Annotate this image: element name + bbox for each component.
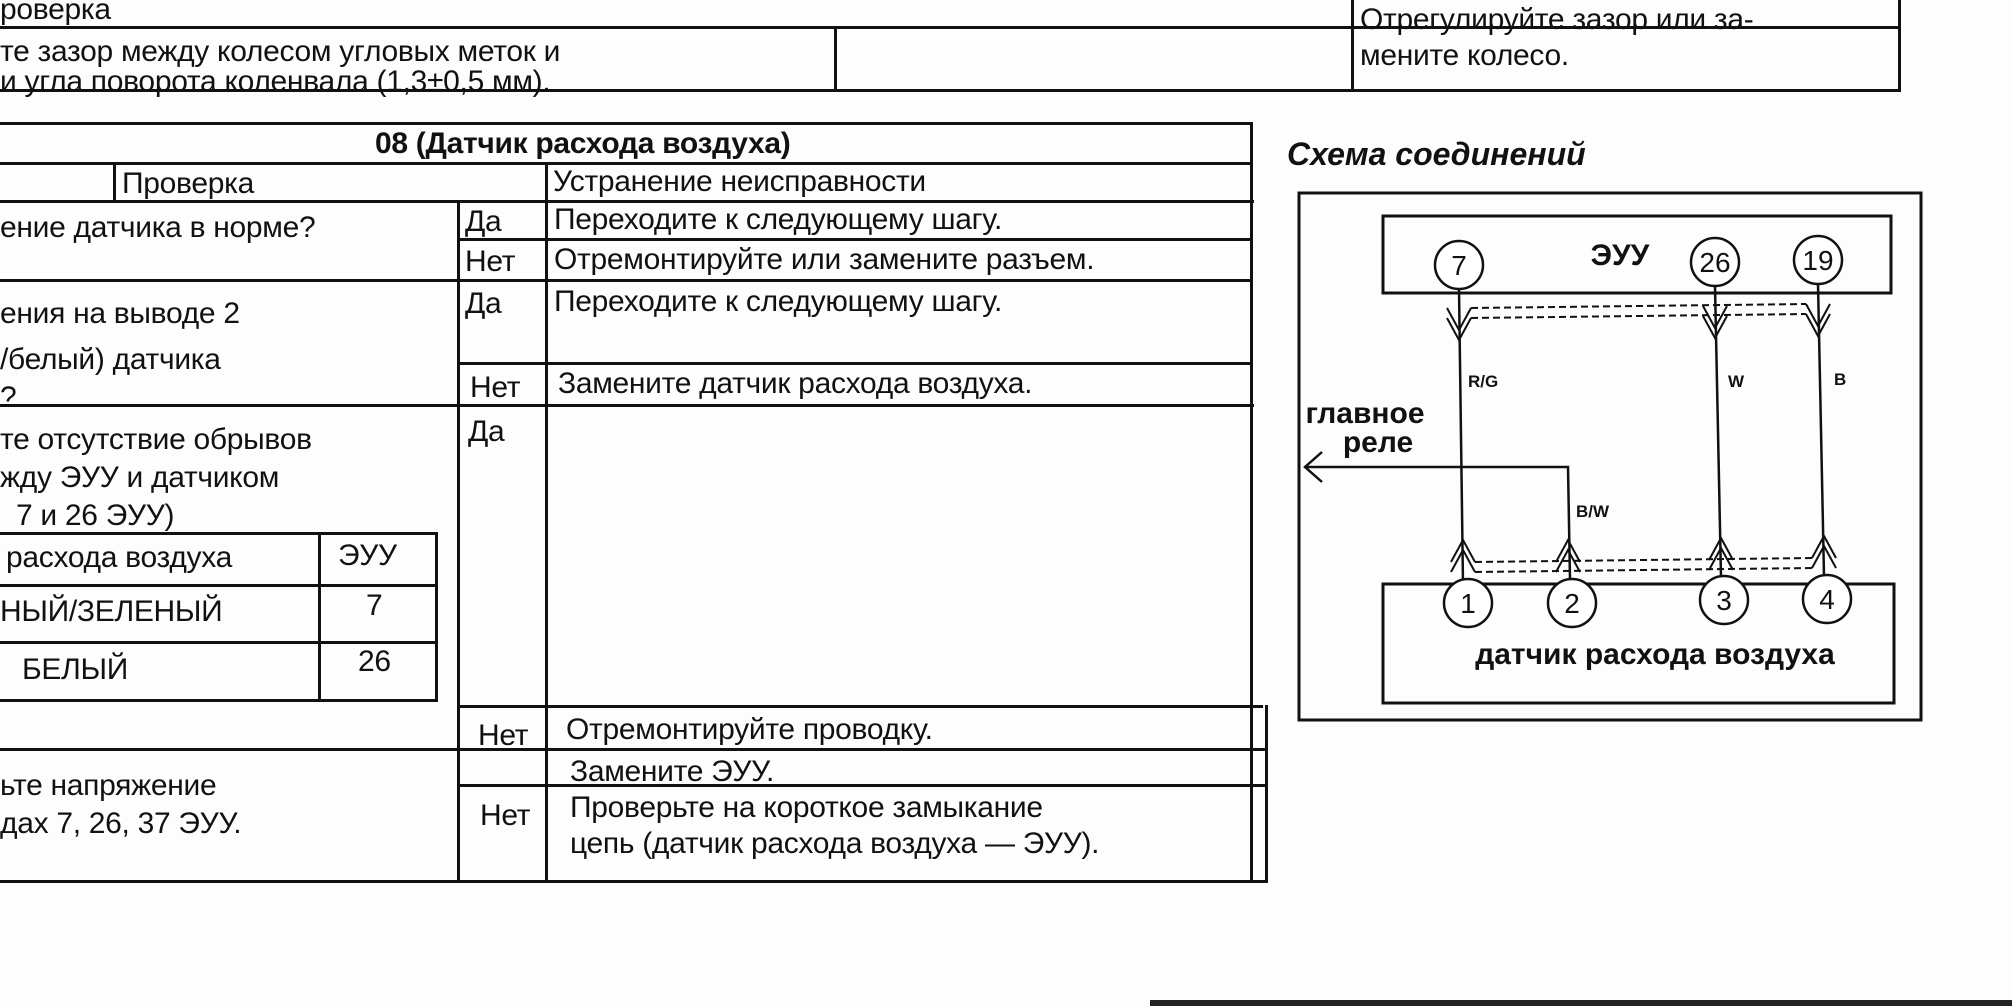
table-border xyxy=(1250,122,1253,882)
row4-yes-action: Замените ЭУУ. xyxy=(570,755,774,788)
divider xyxy=(0,89,1901,92)
inner-cell: 7 xyxy=(366,589,383,622)
sensor-pin-label: 3 xyxy=(1716,585,1732,616)
table-border xyxy=(457,362,1252,365)
top-action-line: Отрегулируйте зазор или за- xyxy=(1360,3,1754,36)
row3-no-action: Отремонтируйте проводку. xyxy=(566,713,933,746)
row1-check: ение датчика в норме? xyxy=(0,211,316,244)
table-border xyxy=(0,279,1252,282)
ecu-label: ЭУУ xyxy=(1591,239,1650,272)
inner-cell: БЕЛЫЙ xyxy=(22,653,129,686)
row2-check: /белый) датчика xyxy=(0,343,221,376)
sensor-pin-label: 4 xyxy=(1819,584,1835,615)
table-border xyxy=(0,880,1268,883)
row4-no-action: цепь (датчик расхода воздуха — ЭУУ). xyxy=(570,827,1100,860)
table-border xyxy=(0,748,1265,751)
table-border xyxy=(1265,705,1268,883)
sensor-box xyxy=(1381,582,1896,705)
ecu-pin-label: 7 xyxy=(1451,250,1467,281)
wire-label-w: W xyxy=(1728,372,1745,391)
table-border xyxy=(457,784,1265,787)
ecu-pin-label: 19 xyxy=(1802,245,1833,276)
table-border xyxy=(0,122,1252,125)
wire-label-rg: R/G xyxy=(1468,372,1498,391)
arrow-left-icon xyxy=(1303,451,1323,483)
row2-no: Нет xyxy=(470,371,521,404)
table-border xyxy=(0,200,1254,203)
table-border xyxy=(545,162,548,882)
row4-check: ьте напряжение xyxy=(0,769,217,802)
sensor-pin-label: 2 xyxy=(1564,588,1580,619)
inner-cell: 26 xyxy=(358,645,391,678)
inner-cell: НЫЙ/ЗЕЛЕНЫЙ xyxy=(0,595,223,628)
row1-yes: Да xyxy=(465,205,502,238)
divider xyxy=(1351,0,1354,90)
relay-label: главное xyxy=(1305,397,1424,430)
ecu-pin-7 xyxy=(1433,239,1485,291)
table-border xyxy=(435,532,438,701)
inner-header-ecu: ЭУУ xyxy=(338,539,397,572)
row3-yes: Да xyxy=(468,415,505,448)
row2-yes: Да xyxy=(465,287,502,320)
table-border xyxy=(0,584,436,587)
table-border xyxy=(0,641,438,644)
wire-label-bw: B/W xyxy=(1576,502,1610,521)
wire-bw xyxy=(1305,465,1572,581)
row1-no: Нет xyxy=(465,245,516,278)
sensor-pin-1 xyxy=(1442,577,1494,629)
col-action-header: Устранение неисправности xyxy=(553,165,926,198)
table-border xyxy=(113,162,116,202)
row3-check: те отсутствие обрывов xyxy=(0,423,312,456)
row2-check: ения на выводе 2 xyxy=(0,297,240,330)
divider xyxy=(1898,0,1901,90)
row3-no: Нет xyxy=(478,719,529,752)
table-border xyxy=(318,532,321,701)
sensor-label: датчик расхода воздуха xyxy=(1475,638,1835,671)
diagram-title: Схема соединений xyxy=(1287,136,1586,172)
row1-yes-action: Переходите к следующему шагу. xyxy=(554,203,1002,236)
top-action-line: мените колесо. xyxy=(1360,39,1569,72)
table-border xyxy=(457,238,1252,241)
col-check-header: Проверка xyxy=(122,167,254,200)
relay-label: реле xyxy=(1343,426,1413,459)
wire-label-b: B xyxy=(1834,370,1846,389)
sensor-pin-3 xyxy=(1698,574,1750,626)
table-border xyxy=(0,699,438,702)
sensor-pin-4 xyxy=(1801,573,1853,625)
ecu-pin-26 xyxy=(1689,236,1741,288)
divider xyxy=(834,26,837,90)
row4-no: Нет xyxy=(480,799,531,832)
table-title: 08 (Датчик расхода воздуха) xyxy=(375,127,791,160)
inner-header-sensor: расхода воздуха xyxy=(6,541,232,574)
row4-no-action: Проверьте на короткое замыкание xyxy=(570,791,1043,824)
ecu-box xyxy=(1381,214,1893,295)
row1-no-action: Отремонтируйте или замените разъем. xyxy=(554,243,1095,276)
row2-yes-action: Переходите к следующему шагу. xyxy=(554,285,1002,318)
top-check-line: и угла поворота коленвала (1,3±0,5 мм). xyxy=(0,65,551,98)
page-edge xyxy=(1150,1000,2012,1006)
row3-check: жду ЭУУ и датчиком xyxy=(0,461,280,494)
table-border xyxy=(457,200,460,882)
sensor-pin-2 xyxy=(1546,577,1598,629)
row4-check: дах 7, 26, 37 ЭУУ. xyxy=(0,807,242,840)
row3-check: 7 и 26 ЭУУ) xyxy=(16,499,175,532)
diagram-frame xyxy=(1297,191,1923,722)
divider xyxy=(0,26,1900,29)
connector-bottom xyxy=(1450,533,1837,573)
sensor-pin-label: 1 xyxy=(1460,588,1476,619)
connector-top xyxy=(1446,303,1831,343)
ecu-pin-19 xyxy=(1792,234,1844,286)
table-border xyxy=(457,705,1263,708)
table-border xyxy=(0,532,436,535)
row2-no-action: Замените датчик расхода воздуха. xyxy=(558,367,1033,400)
top-check-line: те зазор между колесом угловых меток и xyxy=(0,35,561,68)
table-border xyxy=(0,162,1252,165)
top-check-header: роверка xyxy=(0,0,111,26)
ecu-pin-label: 26 xyxy=(1699,247,1730,278)
table-border xyxy=(0,404,1254,407)
